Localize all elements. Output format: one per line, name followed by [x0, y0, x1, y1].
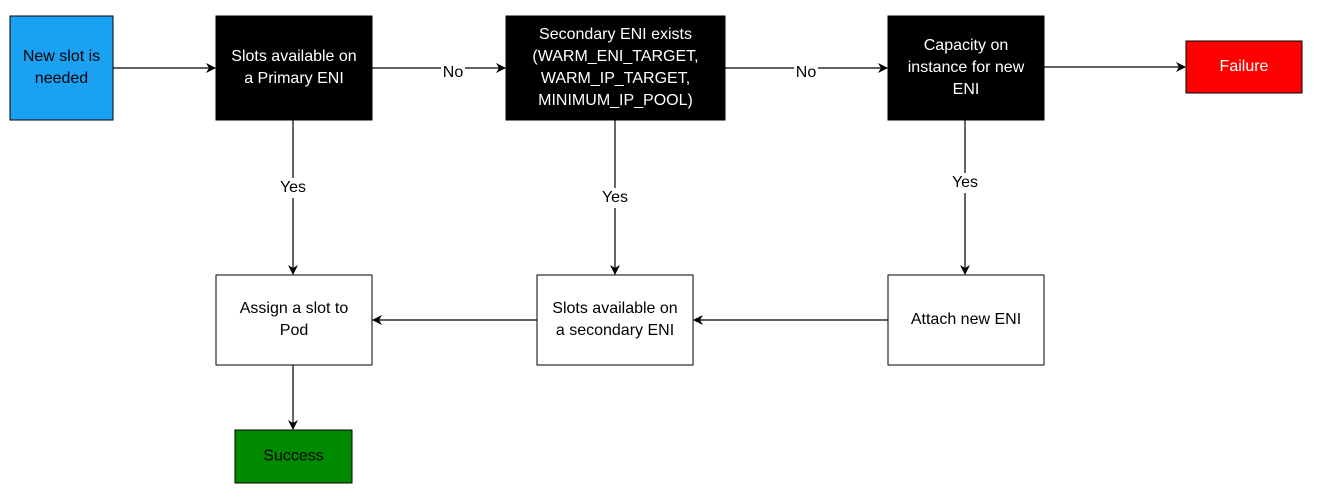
node-assign-slot: Assign a slot to Pod	[215, 274, 373, 366]
node-box	[234, 429, 353, 484]
edge-secondary-exists-to-slots-secondary: Yes	[598, 120, 632, 275]
node-label-line: a Primary ENI	[244, 70, 344, 87]
node-label-line: ENI	[953, 81, 980, 98]
node-box	[215, 274, 373, 366]
node-box	[1185, 40, 1303, 94]
node-new-slot: New slot is needed	[9, 15, 114, 121]
node-label-line: Failure	[1220, 58, 1269, 75]
node-secondary-exists: Secondary ENI exists (WARM_ENI_TARGET, WAR…	[505, 15, 726, 121]
node-failure: Failure	[1185, 40, 1303, 94]
node-slots-primary: Slots available on a Primary ENI	[215, 15, 373, 121]
edge-label-background	[948, 173, 982, 193]
node-label-line: Capacity on	[924, 37, 1009, 54]
node-label-line: Pod	[280, 322, 308, 339]
edge-secondary-exists-to-capacity: No	[725, 63, 888, 83]
node-label-line: Assign a slot to	[240, 300, 349, 317]
node-label-line: a secondary ENI	[556, 322, 674, 339]
node-box	[536, 274, 694, 366]
node-box	[505, 15, 726, 121]
edge-label-background	[598, 188, 632, 208]
node-box	[887, 15, 1045, 121]
edge-label-background	[794, 63, 818, 83]
node-label-line: WARM_IP_TARGET,	[541, 70, 690, 87]
node-success: Success	[234, 429, 353, 484]
node-label-line: (WARM_ENI_TARGET,	[532, 48, 698, 65]
edge-label: Yes	[280, 179, 306, 196]
node-label-line: Attach new ENI	[911, 311, 1021, 328]
edge-slots-primary-to-assign-slot: Yes	[276, 120, 310, 275]
edge-label: No	[796, 64, 817, 81]
node-label-line: needed	[35, 70, 88, 87]
node-label-line: instance for new	[908, 59, 1025, 76]
node-box	[215, 15, 373, 121]
node-box	[887, 274, 1045, 366]
node-label-line: New slot is	[23, 48, 100, 65]
node-box	[9, 15, 114, 121]
edge-slots-primary-to-secondary-exists: No	[372, 63, 506, 83]
edge-capacity-to-attach-eni: Yes	[948, 120, 982, 275]
edge-label-background	[276, 178, 310, 198]
edge-label: No	[443, 64, 464, 81]
edge-label: Yes	[602, 189, 628, 206]
edge-label-background	[441, 63, 465, 83]
node-label-line: Slots available on	[552, 300, 677, 317]
node-label-line: Secondary ENI exists	[539, 26, 692, 43]
node-slots-secondary: Slots available on a secondary ENI	[536, 274, 694, 366]
node-label-line: MINIMUM_IP_POOL)	[538, 92, 693, 109]
node-attach-eni: Attach new ENI	[887, 274, 1045, 366]
node-label-line: Slots available on	[231, 48, 356, 65]
node-label-line: Success	[263, 448, 323, 465]
edge-label: Yes	[952, 174, 978, 191]
